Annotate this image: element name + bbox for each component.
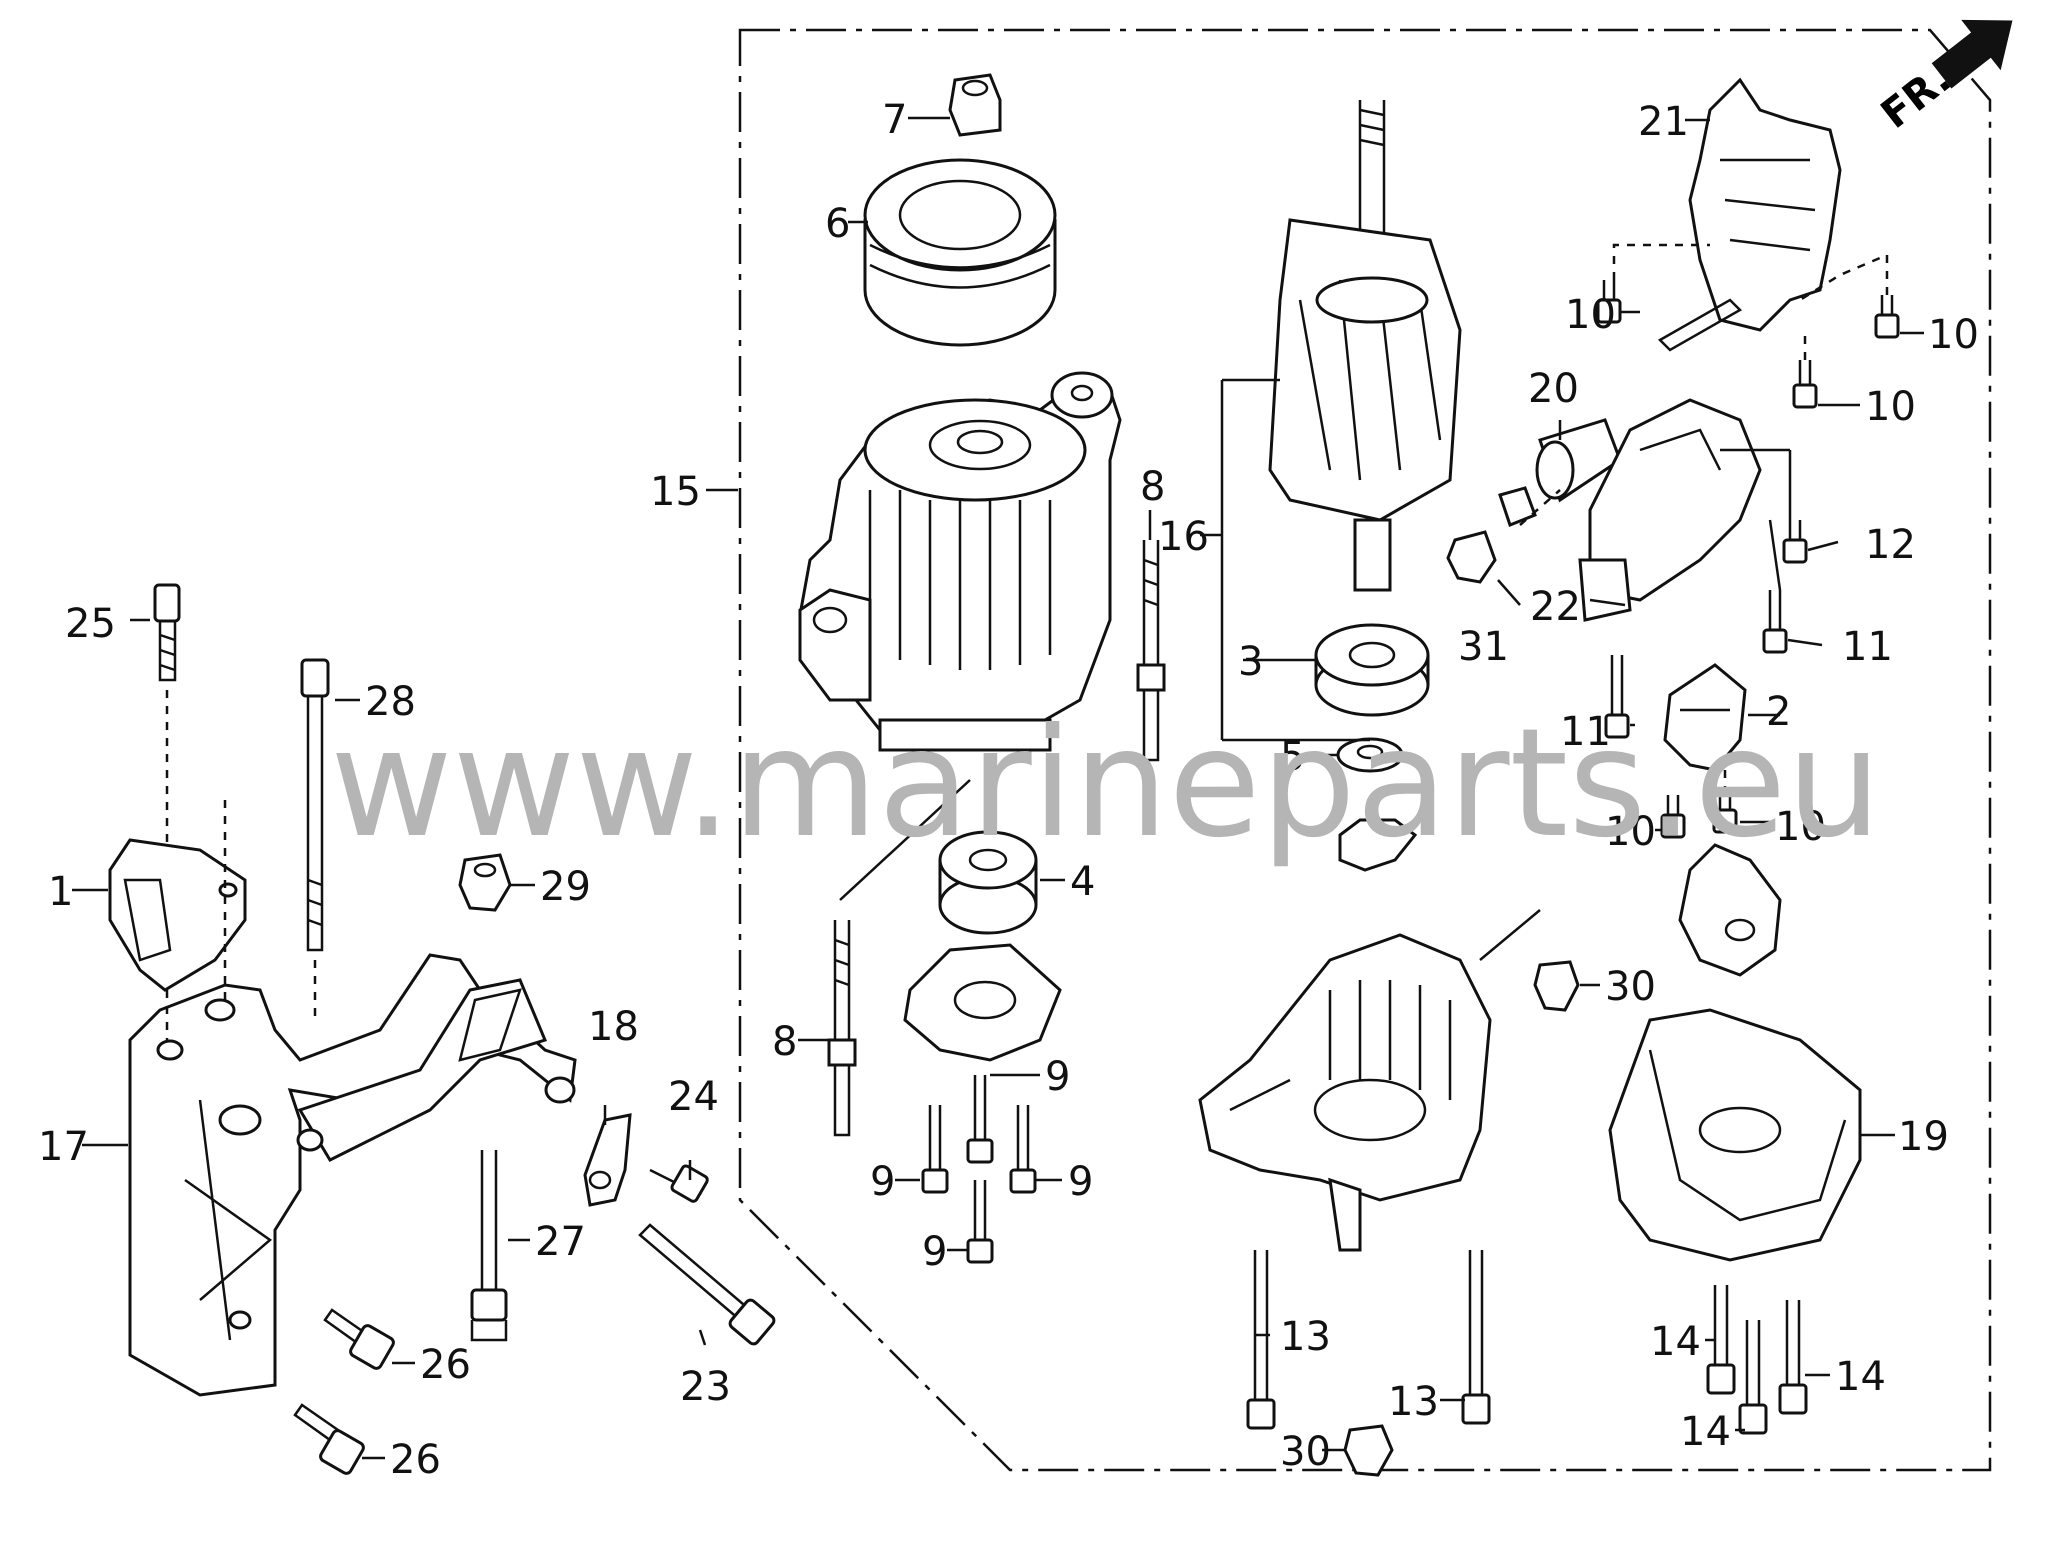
part-15-alternator-body xyxy=(798,371,1122,752)
callout-10-e: 10 xyxy=(1775,804,1826,850)
part-28-long-bolt xyxy=(300,658,330,952)
part-16-rotor xyxy=(1268,100,1462,592)
callout-24: 24 xyxy=(668,1074,719,1120)
part-3-bearing xyxy=(1314,623,1430,717)
part-31-nut xyxy=(1446,530,1497,584)
terminal-bracket xyxy=(1678,843,1782,977)
part-30-nut-lower xyxy=(1343,1424,1394,1477)
callout-7: 7 xyxy=(882,97,907,143)
callout-13-a: 13 xyxy=(1280,1314,1331,1360)
callout-labels: 1 2 3 4 5 6 7 8 8 9 9 9 9 10 10 10 10 10… xyxy=(38,97,1979,1483)
bearing-retainer-plate xyxy=(903,943,1062,1062)
callout-10-c: 10 xyxy=(1865,384,1916,430)
callout-9-b: 9 xyxy=(870,1159,895,1205)
callout-19: 19 xyxy=(1898,1114,1949,1160)
part-5-collar xyxy=(1336,737,1418,872)
callout-3: 3 xyxy=(1238,639,1263,685)
callout-14-b: 14 xyxy=(1835,1354,1886,1400)
callout-29: 29 xyxy=(540,864,591,910)
assembly-boundary xyxy=(738,28,1992,1472)
callout-14-c: 14 xyxy=(1680,1409,1731,1455)
part-9-screws xyxy=(921,1075,1037,1264)
part-6-pulley xyxy=(863,158,1057,347)
rear-frame-housing xyxy=(1198,933,1492,1252)
part-26-bolt-lower xyxy=(293,1403,365,1475)
part-29-nut xyxy=(458,853,512,912)
part-2-terminal xyxy=(1663,663,1747,772)
callout-5: 5 xyxy=(1280,734,1305,780)
callout-30-a: 30 xyxy=(1605,964,1656,1010)
callout-10-a: 10 xyxy=(1565,292,1616,338)
callout-1: 1 xyxy=(48,869,73,915)
part-26-bolt-upper xyxy=(323,1308,395,1370)
part-24-bolt xyxy=(649,1164,709,1203)
callout-4: 4 xyxy=(1070,859,1095,905)
callout-18: 18 xyxy=(588,1004,639,1050)
front-direction-indicator: FR. xyxy=(1873,19,2013,138)
callout-17: 17 xyxy=(38,1124,89,1170)
callout-10-b: 10 xyxy=(1928,312,1979,358)
callout-8-lower: 8 xyxy=(772,1019,797,1065)
callout-28: 28 xyxy=(365,679,416,725)
part-10-11-12-screws xyxy=(1596,280,1900,839)
callout-16: 16 xyxy=(1158,514,1209,560)
callout-11-a: 11 xyxy=(1842,624,1893,670)
callout-11-b: 11 xyxy=(1560,709,1611,755)
callout-25: 25 xyxy=(65,601,116,647)
callout-8-upper: 8 xyxy=(1140,464,1165,510)
callout-30-b: 30 xyxy=(1280,1429,1331,1475)
part-25-bolt xyxy=(153,583,181,682)
part-19-rear-cover xyxy=(1608,1008,1862,1262)
callout-31: 31 xyxy=(1458,624,1509,670)
part-17-bracket xyxy=(128,953,577,1397)
callout-26-a: 26 xyxy=(420,1342,471,1388)
callout-22: 22 xyxy=(1530,584,1581,630)
callout-23: 23 xyxy=(680,1364,731,1410)
callout-15: 15 xyxy=(650,469,701,515)
callout-12: 12 xyxy=(1865,522,1916,568)
callout-26-b: 26 xyxy=(390,1437,441,1483)
callout-9-a: 9 xyxy=(1045,1054,1070,1100)
callout-9-c: 9 xyxy=(1068,1159,1093,1205)
callout-27: 27 xyxy=(535,1219,586,1265)
part-14-bolts xyxy=(1706,1285,1808,1435)
part-1-plate xyxy=(108,838,247,992)
callout-21: 21 xyxy=(1638,99,1689,145)
left-alignment-lines xyxy=(165,690,317,1040)
part-18-washer xyxy=(583,1113,632,1207)
callout-2: 2 xyxy=(1766,689,1791,735)
callout-9-d: 9 xyxy=(922,1229,947,1275)
part-27-bolt xyxy=(470,1150,508,1342)
part-4-bearing xyxy=(938,830,1038,935)
callout-13-b: 13 xyxy=(1388,1379,1439,1425)
callout-6: 6 xyxy=(825,201,850,247)
part-7-nut xyxy=(948,73,1002,137)
watermark-text: www.marineparts.eu xyxy=(330,697,1882,871)
part-8-stud-upper xyxy=(1136,540,1166,762)
part-21-brush-holder xyxy=(1657,77,1842,352)
part-23-bolt xyxy=(638,1223,776,1346)
leader-lines xyxy=(72,116,1924,1460)
callout-14-a: 14 xyxy=(1650,1319,1701,1365)
callout-20: 20 xyxy=(1528,366,1579,412)
callout-10-d: 10 xyxy=(1605,809,1656,855)
part-8-stud-lower xyxy=(827,920,857,1137)
part-30-nut-upper xyxy=(1533,960,1580,1012)
part-13-bolts xyxy=(1246,1250,1491,1430)
